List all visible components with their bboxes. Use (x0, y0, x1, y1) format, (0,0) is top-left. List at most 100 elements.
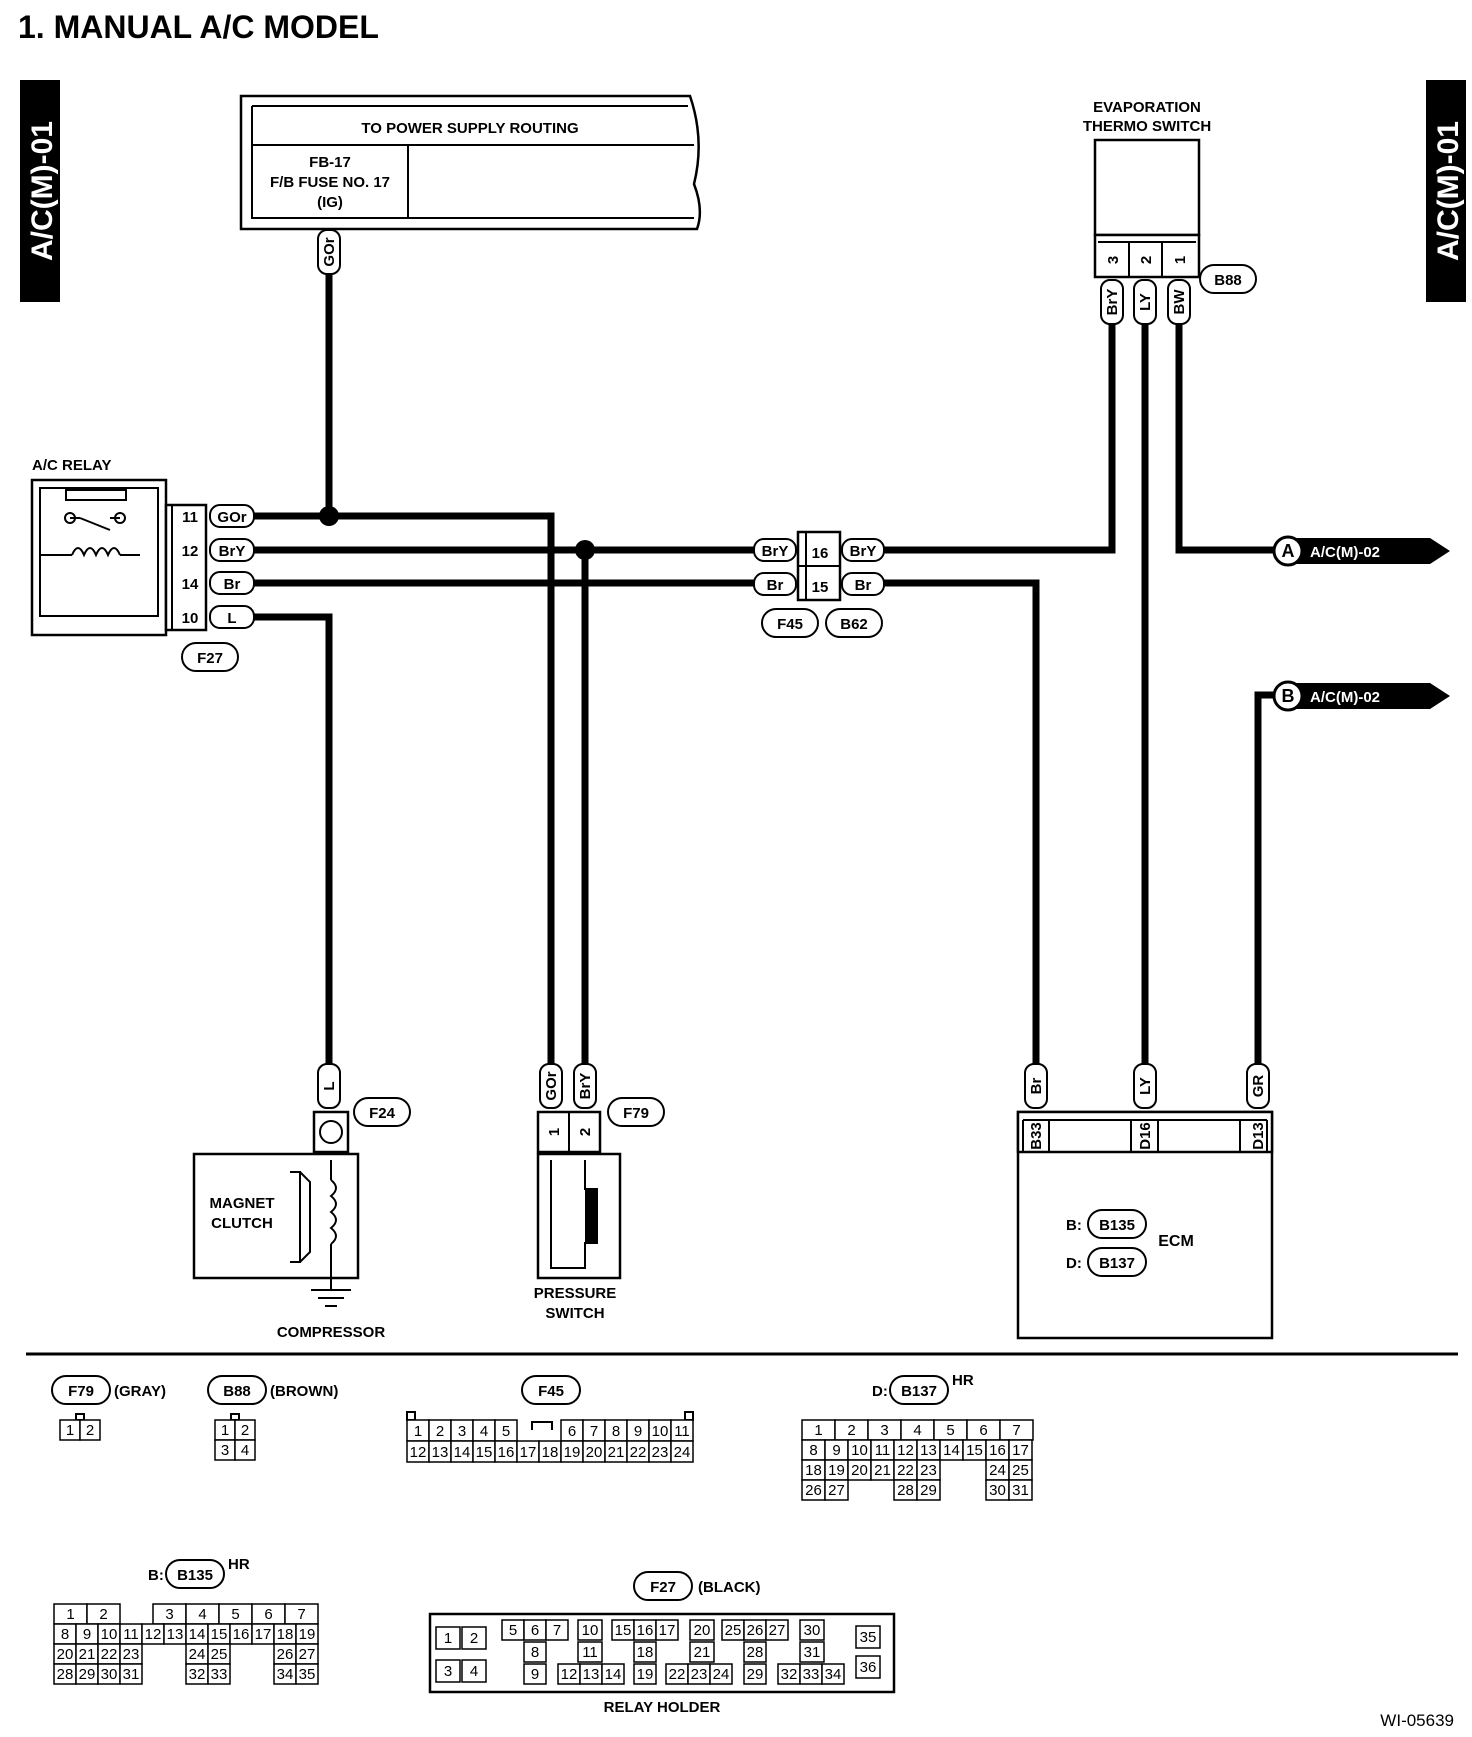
pin-number: 16 (498, 1444, 515, 1461)
svg-text:A/C(M)-02: A/C(M)-02 (1310, 544, 1380, 561)
pin-number: 26 (747, 1622, 764, 1639)
ecm-wire-ly: LY (1137, 1077, 1154, 1095)
pin-number: 29 (747, 1666, 764, 1683)
fuse-name: F/B FUSE NO. 17 (270, 174, 390, 191)
pin-number: 8 (61, 1626, 69, 1643)
pressure-switch-pin-1: 1 (546, 1128, 563, 1136)
pin-number: 2 (99, 1606, 107, 1623)
evap-pin-2: 2 (1138, 256, 1155, 264)
pin-number: 28 (57, 1666, 74, 1683)
pin-number: 13 (432, 1444, 449, 1461)
pressure-switch-pin-2: 2 (577, 1128, 594, 1136)
relay-wire-gor: GOr (217, 509, 246, 526)
pin-number: 26 (277, 1646, 294, 1663)
pin-number: 28 (747, 1644, 764, 1661)
pin-number: 4 (480, 1423, 488, 1440)
ecm-wire-pill (1133, 1063, 1157, 1109)
pin-cell (633, 1641, 657, 1663)
pin-number: 9 (531, 1666, 539, 1683)
ecm-pin-d13: D13 (1250, 1122, 1267, 1150)
ecm: ECM B: B135 D: B137 (1016, 1110, 1274, 1340)
fuse-id: FB-17 (309, 154, 351, 171)
pin-cell (1008, 1479, 1033, 1501)
pin-number: 35 (860, 1629, 877, 1646)
pin-number: 22 (630, 1444, 647, 1461)
pin-number: 1 (66, 1422, 74, 1439)
pin-number: 4 (241, 1442, 249, 1459)
pin-cell (435, 1626, 461, 1650)
pin-number: 34 (825, 1666, 842, 1683)
relay-wire-pill (209, 504, 255, 528)
compressor-label: COMPRESSOR (277, 1324, 386, 1341)
pin-number: 10 (851, 1442, 868, 1459)
relay-wire-bry: BrY (219, 543, 246, 560)
pin-cell (577, 1619, 603, 1641)
pin-number: 3 (221, 1442, 229, 1459)
pin-cell (119, 1663, 143, 1685)
pin-cell (916, 1479, 941, 1501)
evap-wire-pill (1133, 279, 1157, 325)
pin-number: 23 (123, 1646, 140, 1663)
pin-number: 21 (79, 1646, 96, 1663)
pin-cell (709, 1663, 733, 1685)
pin-number: 12 (410, 1444, 427, 1461)
pin-number: 3 (880, 1422, 888, 1439)
pin-cell (523, 1641, 547, 1663)
joint-left-wire-bry: BrY (762, 543, 789, 560)
pin-number: 31 (1012, 1482, 1029, 1499)
pin-number: 2 (470, 1630, 478, 1647)
pin-number: 18 (805, 1462, 822, 1479)
pin-number: 6 (568, 1423, 576, 1440)
pin-number: 21 (694, 1644, 711, 1661)
pin-number: 1 (221, 1422, 229, 1439)
pin-number: 20 (694, 1622, 711, 1639)
evaporation-thermo-switch: EVAPORATION THERMO SWITCH (1083, 99, 1211, 279)
pin-number: 31 (123, 1666, 140, 1683)
pin-number: 6 (264, 1606, 272, 1623)
relay-pin-10: 10 (182, 610, 199, 627)
svg-text:F79: F79 (68, 1383, 94, 1400)
figure-code: WI-05639 (1380, 1711, 1454, 1730)
pin-number: 32 (189, 1666, 206, 1683)
pin-number: 35 (299, 1666, 316, 1683)
relay-pin-14: 14 (182, 576, 199, 593)
svg-text:B: B (1282, 686, 1295, 706)
pin-cell (799, 1641, 825, 1663)
pin-number: 19 (299, 1626, 316, 1643)
pin-number: 13 (583, 1666, 600, 1683)
pin-number: 4 (198, 1606, 206, 1623)
pin-cell (633, 1663, 657, 1685)
pin-number: 24 (713, 1666, 730, 1683)
pressure-switch-line2: SWITCH (545, 1305, 604, 1322)
pin-number: 19 (564, 1444, 581, 1461)
pin-number: 9 (832, 1442, 840, 1459)
pin-cell (234, 1439, 256, 1461)
side-tab-left: A/C(M)-01 (20, 80, 60, 302)
connector-f45-tag: F45 (777, 616, 803, 633)
pin-number: 22 (101, 1646, 118, 1663)
pin-number: 27 (828, 1482, 845, 1499)
evap-pin-1: 1 (1172, 256, 1189, 264)
pin-number: 7 (590, 1423, 598, 1440)
evap-wire-pill (1167, 279, 1191, 325)
pin-number: 11 (875, 1442, 891, 1459)
relay-wire-br: Br (224, 576, 241, 593)
pin-number: 20 (586, 1444, 603, 1461)
evap-wire-bry: BrY (1104, 289, 1121, 316)
pin-number: 3 (444, 1663, 452, 1680)
pin-number: 30 (804, 1622, 821, 1639)
pin-number: 27 (769, 1622, 786, 1639)
pin-number: 33 (211, 1666, 228, 1683)
page-title: 1. MANUAL A/C MODEL (18, 9, 379, 45)
ecm-wire-gr: GR (1250, 1075, 1267, 1098)
evap-wire-pill (1100, 279, 1124, 325)
pin-number: 25 (211, 1646, 228, 1663)
joint-connector: 16 15 BrY Br BrY Br F45 B62 (753, 530, 885, 638)
pin-number: 23 (652, 1444, 669, 1461)
svg-text:F27: F27 (650, 1579, 676, 1596)
pin-number: 22 (897, 1462, 914, 1479)
